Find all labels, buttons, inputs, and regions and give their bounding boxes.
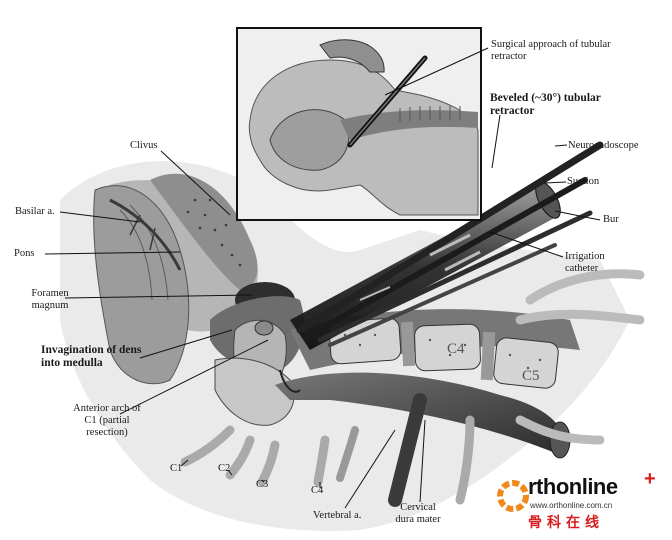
c1-anterior-arch (214, 357, 295, 426)
logo-url: www.orthonline.com.cn (530, 501, 613, 510)
cervical-nerve-roots (180, 269, 645, 505)
inset-panel (236, 27, 482, 221)
label-cervical-dura-mater: Cervical dura mater (395, 502, 441, 525)
label-vertebral-artery: Vertebral a. (313, 510, 362, 521)
label-vertebra-c4: C4 (447, 341, 465, 357)
label-surgical-approach: Surgical approach of tubular retractor (491, 39, 611, 62)
label-c2: C2 (218, 463, 231, 474)
clivus-bone (150, 173, 258, 290)
label-basilar-artery: Basilar a. (15, 206, 55, 217)
label-beveled-tubular-retractor: Beveled (~30°) tubular retractor (490, 92, 601, 117)
label-invagination: Invagination of dens into medulla (41, 344, 142, 369)
label-clivus: Clivus (130, 140, 158, 151)
label-irrigation-catheter: Irrigation catheter (565, 251, 605, 274)
pons-brainstem (93, 185, 190, 385)
label-pons: Pons (14, 248, 35, 259)
label-suction: Suction (567, 176, 600, 187)
basilar-artery (109, 198, 182, 271)
label-c3: C3 (256, 479, 269, 490)
cervical-spine (290, 309, 580, 389)
leader-lines (44, 47, 601, 509)
label-foramen-magnum: Foramen magnum (31, 288, 69, 311)
label-anterior-arch-c1: Anterior arch of C1 (partial resection) (73, 403, 141, 438)
label-bur: Bur (603, 214, 619, 225)
label-neuroendoscope: Neuroendoscope (568, 140, 639, 151)
label-vertebra-c5: C5 (522, 368, 540, 384)
label-c1: C1 (170, 463, 183, 474)
logo-plus: + (644, 468, 656, 490)
tubular-retractor-instruments (290, 141, 604, 350)
logo-chinese: 骨科在线 (528, 515, 604, 531)
label-c4: C4 (311, 485, 324, 496)
logo-ring-icon (497, 480, 529, 512)
orthonline-logo: rthonline + www.orthonline.com.cn 骨科在线 (494, 468, 666, 532)
logo-wordmark: rthonline (528, 474, 618, 499)
